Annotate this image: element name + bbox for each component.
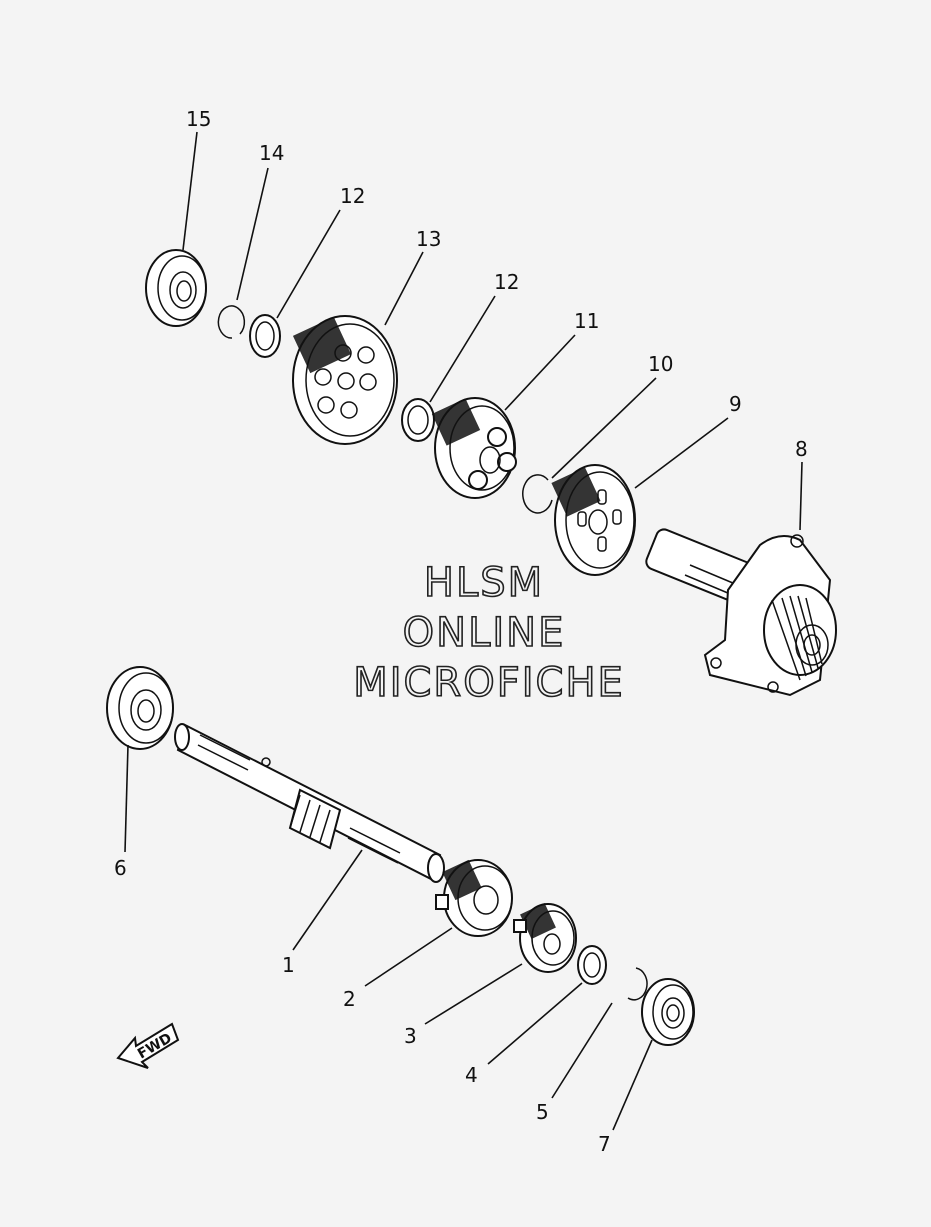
callout-14: 14 xyxy=(259,141,284,165)
part-11-gear xyxy=(431,397,517,499)
watermark: HLSM ONLINE MICROFICHE xyxy=(352,559,625,707)
part-5-circlip xyxy=(627,967,648,1001)
callout-3: 3 xyxy=(404,1024,417,1048)
part-12-washer-upper xyxy=(249,314,281,358)
callout-8: 8 xyxy=(795,437,808,461)
part-15-bearing xyxy=(145,249,207,327)
watermark-line-1: HLSM xyxy=(424,560,544,606)
leader-12-upper xyxy=(276,209,341,319)
callout-6: 6 xyxy=(114,856,127,880)
leader-5 xyxy=(551,1002,613,1099)
fwd-arrow-icon: FWD xyxy=(116,1022,180,1069)
callout-5: 5 xyxy=(536,1100,549,1124)
part-4-washer xyxy=(577,945,607,985)
leader-10 xyxy=(551,377,657,479)
leader-7 xyxy=(612,1039,653,1131)
part-1-main-shaft xyxy=(174,723,445,883)
leader-15 xyxy=(182,131,198,251)
callout-7: 7 xyxy=(598,1132,611,1156)
callout-2: 2 xyxy=(343,987,356,1011)
leader-11 xyxy=(504,334,576,411)
callout-1: 1 xyxy=(282,953,295,977)
callout-12-lower: 12 xyxy=(494,270,519,294)
watermark-line-2: ONLINE xyxy=(403,610,566,656)
callout-4: 4 xyxy=(465,1063,478,1087)
part-10-circlip xyxy=(522,474,553,514)
part-2-gear xyxy=(435,859,513,937)
leader-14 xyxy=(236,167,269,301)
part-9-gear xyxy=(551,464,636,576)
callout-12-upper: 12 xyxy=(340,184,365,208)
leader-1 xyxy=(292,849,363,951)
part-14-circlip xyxy=(217,305,246,339)
leader-9 xyxy=(634,417,729,489)
callout-15: 15 xyxy=(186,107,211,131)
leader-12-lower xyxy=(429,295,496,403)
leader-2 xyxy=(364,927,453,987)
callout-11: 11 xyxy=(574,309,599,333)
leader-8 xyxy=(799,461,803,531)
callout-13: 13 xyxy=(416,227,441,251)
callout-10: 10 xyxy=(648,352,673,376)
leader-6 xyxy=(124,744,129,853)
part-8-shaft-assembly xyxy=(645,528,837,697)
leader-4 xyxy=(487,982,583,1065)
part-3-gear xyxy=(513,903,577,973)
part-12-washer-lower xyxy=(401,398,435,442)
part-13-gear xyxy=(292,315,398,445)
watermark-line-3: MICROFICHE xyxy=(353,660,625,706)
part-7-bearing xyxy=(641,978,695,1046)
leader-13 xyxy=(384,251,424,326)
leader-3 xyxy=(424,963,523,1025)
part-6-bearing xyxy=(106,666,174,750)
callout-9: 9 xyxy=(729,392,742,416)
